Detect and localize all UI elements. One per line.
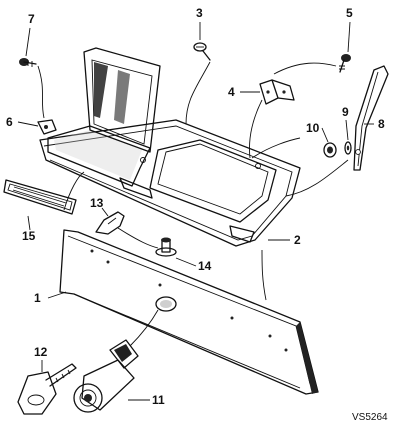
callout-15: 15 [22, 229, 36, 243]
callout-14: 14 [198, 259, 212, 273]
glovebox-tray [39, 47, 301, 247]
callout-10: 10 [306, 121, 320, 135]
callout-12: 12 [34, 345, 48, 359]
callout-2: 2 [294, 233, 301, 247]
striker-screw [155, 237, 177, 257]
callout-3: 3 [196, 6, 203, 20]
stay-arm [353, 65, 389, 171]
nut [323, 142, 337, 158]
screw-7 [19, 58, 37, 67]
lock-barrel [73, 339, 139, 413]
clip-6 [37, 119, 57, 135]
catch-bracket [95, 211, 125, 235]
callout-9: 9 [342, 105, 349, 119]
callout-labels: 1 2 3 4 5 6 7 8 9 10 11 12 13 14 15 [6, 6, 385, 407]
callout-4: 4 [228, 85, 235, 99]
hinge-bracket [259, 79, 295, 105]
washer [344, 141, 352, 155]
label-plate [3, 179, 77, 215]
callout-7: 7 [28, 12, 35, 26]
callout-11: 11 [152, 393, 165, 407]
reference-code: VS5264 [352, 412, 388, 423]
callout-1: 1 [34, 291, 41, 305]
screw-5 [339, 54, 351, 73]
callout-6: 6 [6, 115, 13, 129]
callout-8: 8 [378, 117, 385, 131]
callout-13: 13 [90, 196, 104, 210]
callout-5: 5 [346, 6, 353, 20]
key [17, 363, 77, 415]
leader-lines [17, 21, 374, 401]
screw-3 [193, 42, 211, 61]
glovebox-lid [59, 229, 319, 395]
